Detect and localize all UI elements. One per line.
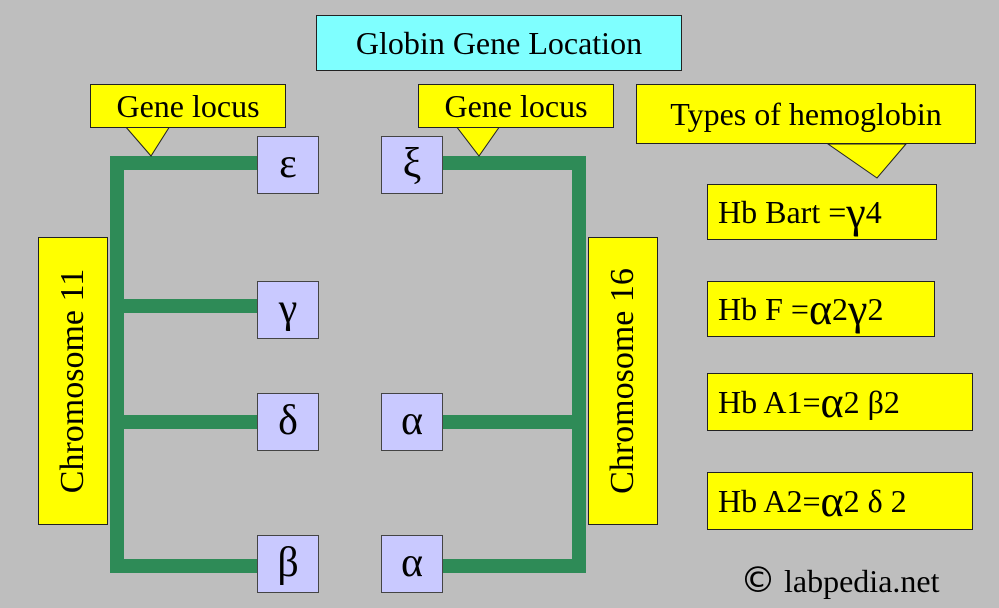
hb-a1-rest: 2 β2 — [843, 383, 900, 420]
credit-text: labpedia.net — [784, 563, 940, 599]
gene-gamma: γ — [257, 281, 319, 339]
hb-a1-name: Hb A1= — [718, 383, 821, 420]
hb-f-gamma-count: 2 — [867, 290, 884, 327]
hb-a1-box: Hb A1= α 2 β2 — [707, 373, 973, 431]
right-gene-locus-label: Gene locus — [418, 84, 614, 128]
gene-delta: δ — [257, 393, 319, 451]
hb-bart-count: 4 — [865, 193, 882, 230]
hb-a1-alpha: α — [820, 377, 844, 427]
gene-xi: ξ — [381, 136, 443, 194]
gene-alpha-1: α — [381, 393, 443, 451]
hb-a2-rest: 2 δ 2 — [843, 482, 907, 519]
hb-f-alpha-count: 2 — [832, 290, 849, 327]
copyright-icon: © — [740, 560, 776, 601]
hb-f-alpha: α — [808, 284, 833, 334]
hb-bart-box: Hb Bart = γ 4 — [707, 184, 937, 240]
types-pointer — [826, 143, 908, 179]
left-locus-pointer — [123, 125, 171, 157]
hb-f-name: Hb F = — [718, 290, 809, 327]
types-of-hemoglobin-label: Types of hemoglobin — [636, 84, 976, 144]
diagram-title: Globin Gene Location — [316, 15, 682, 71]
chromosome-11-text: Chromosome 11 — [54, 268, 91, 494]
chromosome-16-text: Chromosome 16 — [604, 268, 641, 494]
gene-alpha-2: α — [381, 535, 443, 593]
hb-bart-gamma: γ — [846, 187, 866, 237]
hb-f-gamma: γ — [848, 284, 868, 334]
left-gene-locus-label: Gene locus — [90, 84, 286, 128]
hb-f-box: Hb F = α 2 γ 2 — [707, 281, 935, 337]
gene-beta: β — [257, 535, 319, 593]
right-locus-pointer — [454, 125, 501, 157]
hb-a2-alpha: α — [820, 476, 844, 526]
hb-a2-name: Hb A2= — [718, 482, 821, 519]
hb-a2-box: Hb A2= α 2 δ 2 — [707, 472, 973, 530]
gene-epsilon: ε — [257, 136, 319, 194]
hb-bart-name: Hb Bart = — [718, 193, 847, 230]
chromosome-16-label: Chromosome 16 — [588, 237, 658, 525]
chromosome-11-label: Chromosome 11 — [38, 237, 108, 525]
credit: © labpedia.net — [740, 560, 939, 601]
